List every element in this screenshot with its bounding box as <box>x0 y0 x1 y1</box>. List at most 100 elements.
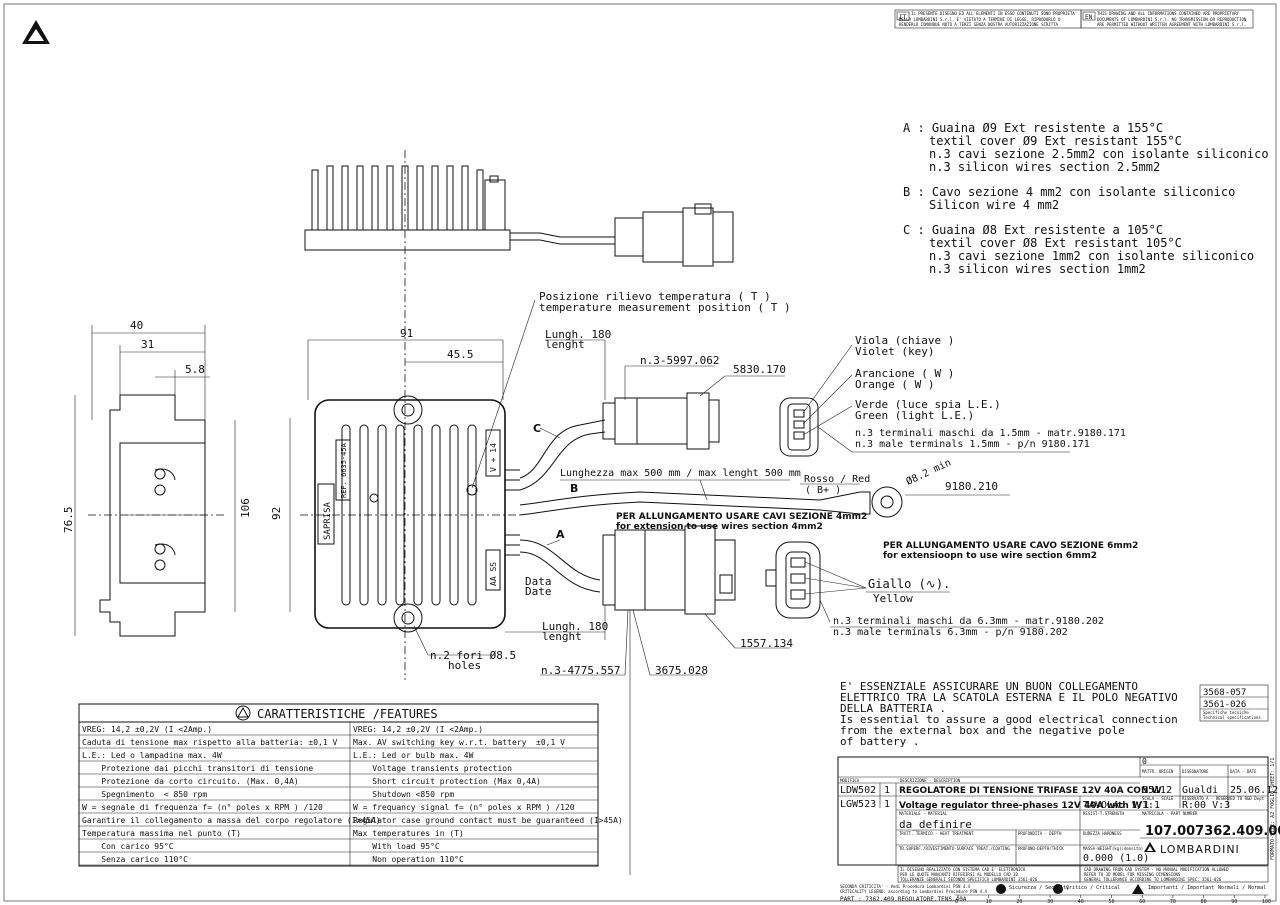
top-view-heatsink <box>304 150 734 680</box>
motor-1-qty: 1 <box>884 785 890 796</box>
legend-c4: n.3 silicon wires section 1mm2 <box>929 262 1146 276</box>
hdr-depth-thick: PROFOND-DEPTH/THICK <box>1018 846 1064 851</box>
ruler-label: 80 <box>1201 899 1207 905</box>
dim-5-8: 5.8 <box>185 363 205 376</box>
hdr-material: MATERIALE - MATERIAL <box>899 811 948 816</box>
extension-notes: PER ALLUNGAMENTO USARE CAVI SEZIONE 4mm2… <box>616 512 1138 561</box>
scale-value: 1:1 <box>1142 800 1160 811</box>
pn-5997: n.3-5997.062 <box>640 354 719 367</box>
motor-1: LDW502 <box>840 785 876 796</box>
hdr-descrizione: DESCRIZIONE - DESCRIPTION <box>900 778 961 783</box>
rosso-label: Rosso / Red <box>804 474 870 485</box>
legend-a1: A : Guaina Ø9 Ext resistente a 155°C <box>903 121 1163 135</box>
pn-4775: n.3-4775.557 <box>541 664 620 677</box>
allung4-en: for extension to use wires section 4mm2 <box>616 522 823 532</box>
hdr-riservato: RISERVATO A - RESERVED TO R&D Dept <box>1182 796 1264 801</box>
lunghezza-label: Lunghezza max 500 mm / max lenght 500 mm <box>560 468 801 479</box>
hdr-modifica: MODIFICA <box>840 778 860 783</box>
dim-91: 91 <box>400 327 413 340</box>
viola-en: Violet (key) <box>855 345 934 358</box>
feature-cell-en: Non operation 110°C <box>353 855 464 864</box>
material-value: da_definire <box>899 818 972 831</box>
feature-cell-en: Max. AV switching key w.r.t. battery ±0,… <box>353 738 565 747</box>
lenght-upper: lenght <box>545 338 585 351</box>
features-title: CARATTERISTICHE /FEATURES <box>257 707 438 721</box>
pos-it: Posizione rilievo temperatura ( T ) <box>539 290 771 303</box>
hdr-data: DATA - DATE <box>1230 769 1257 774</box>
brand-name: LOMBARDINI <box>1160 843 1240 856</box>
pn-1557: 1557.134 <box>740 637 793 650</box>
upper-connector-assembly: C Lungh. 180 lenght n.3-5997.062 5830.17… <box>519 328 786 491</box>
hdr-scala: SCALA - SCALE <box>1142 796 1174 801</box>
upper-connector-face: Viola (chiave ) Violet (key) Arancione (… <box>779 334 1126 457</box>
ref-3561: 3561-026 <box>1203 700 1246 710</box>
feature-cell-it: Garantire il collegamento a massa del co… <box>82 816 381 825</box>
ruler-label: 40 <box>1078 899 1084 905</box>
footer-en-1: CAD DRAWING FROM CAD SYSTEM - NO MANUAL … <box>1084 867 1229 872</box>
feature-cell-it: Protezione da corto circuito. (Max. 0,4A… <box>82 777 299 786</box>
hdr-surface-treat: TR.SUPERF./RIVESTIMENTO-SURFACE TREAT./C… <box>899 846 1010 851</box>
desc-en: Voltage regulator three-phases 12V 40A w… <box>899 801 1142 811</box>
legend-a2: textil cover Ø9 Ext resistant 155°C <box>929 134 1182 148</box>
ruler-label: 90 <box>1231 899 1237 905</box>
wire-legend: A : Guaina Ø9 Ext resistente a 155°C tex… <box>903 121 1269 276</box>
designer-name: Gualdi <box>1182 785 1218 796</box>
allung6-en: for extensioopn to use wire section 6mm2 <box>883 551 1097 561</box>
ruler-label: 50 <box>1109 899 1115 905</box>
fori-it: n.2 fori Ø8.5 <box>430 649 516 662</box>
it-flag: IT <box>899 14 907 21</box>
features-warning-icon <box>235 705 251 721</box>
ruler-label: 20 <box>1016 899 1022 905</box>
spec-reference-box: 3568-057 3561-026 Specifiche tecniche Te… <box>1199 684 1269 722</box>
legend-b2: Silicon wire 4 mm2 <box>929 198 1059 212</box>
feature-cell-en: With load 95°C <box>353 842 440 851</box>
wire-b-cable: B Lunghezza max 500 mm / max lenght 500 … <box>519 456 1010 518</box>
lungh-upper: Lungh. 180 <box>545 328 611 341</box>
hdr-resist: RESIST-T.STRENGTH <box>1083 811 1125 816</box>
motor-2-qty: 1 <box>884 799 890 810</box>
ruler-label: 100 <box>1262 899 1271 905</box>
sheet-border <box>3 3 1277 902</box>
feature-cell-en: Max temperatures in (T) <box>353 829 464 838</box>
hdr-durezza: DUREZZA HARDNESS <box>1083 831 1122 836</box>
feature-cell-en: L.E.: Led or bulb max. 4W <box>353 751 474 760</box>
feature-cell-en: VREG: 14,2 ±0,2V (I <2Amp.) <box>353 725 483 734</box>
saprisa-label: SAPRISA <box>323 501 333 540</box>
en-notice-line1: THIS DRAWING AND ALL INFORMATIONS CONTAI… <box>1097 11 1240 16</box>
tavola: TAVOLA: 1/1 <box>1083 800 1149 811</box>
note-line1: E' ESSENZIALE ASSICURARE UN BUON COLLEGA… <box>840 680 1138 693</box>
part-name: PART : 7362.409.REGOLATORE.TENS.40A <box>840 896 967 903</box>
ref-specs-en: Technical specifications <box>1203 715 1261 720</box>
pos-en: temperature measurement position ( T ) <box>539 301 791 314</box>
features-table: CARATTERISTICHE /FEATURES VREG: 14,2 ±0,… <box>78 703 623 867</box>
footer-it-3: TOLLERANZE GENERALI SECONDO SPECIFICA LO… <box>900 877 1038 882</box>
lower-connector-assembly: A Data Date Lungh. 180 lenght 1557.134 n… <box>505 525 793 875</box>
hdr-matricola: MATRICOLA - PART NUMBER <box>1142 811 1198 816</box>
feature-cell-it: L.E.: Led o lampadina max. 4W <box>82 751 222 760</box>
legend-b1: B : Cavo sezione 4 mm2 con isolante sili… <box>903 185 1235 199</box>
hdr-massa: MASSA-WEIGHT(kg)(densita) <box>1083 846 1143 851</box>
dim-40: 40 <box>130 319 143 332</box>
dim-106: 106 <box>239 498 252 518</box>
verde-en: Green (light L.E.) <box>855 409 974 422</box>
ground-connection-note: E' ESSENZIALE ASSICURARE UN BUON COLLEGA… <box>840 680 1178 748</box>
dim-76-5: 76.5 <box>62 507 75 534</box>
feature-cell-it: Temperatura massima nel punto (T) <box>82 829 241 838</box>
title-block: 0 MODIFICA DESCRIZIONE - DESCRIPTION MAT… <box>837 756 1280 905</box>
v14-label: V + 14 <box>489 443 498 472</box>
it-notice-line3: RENDERLO COMUNQUE NOTO A TERZI SENZA NOS… <box>899 22 1059 27</box>
dim-92: 92 <box>270 507 283 520</box>
sicurezza-label: Sicurezza / Security <box>1009 885 1069 891</box>
rev-zero: 0 <box>1142 757 1147 766</box>
it-notice-line2: DELLA LOMBARDINI S.r.l. E' VIETATO A TER… <box>899 17 1061 22</box>
giallo-it: Giallo (∿). <box>868 577 950 591</box>
criticality-en: CRITICALITY LEGEND: according to Lombard… <box>840 889 987 894</box>
feature-cell-it: Spegnimento < 850 rpm <box>82 790 207 799</box>
legend-a3: n.3 cavi sezione 2.5mm2 con isolante sil… <box>929 147 1269 161</box>
feature-cell-it: VREG: 14,2 ±0,2V (I <2Amp.) <box>82 725 212 734</box>
footer-it-1: IL DISEGNO REALIZZATO CON SISTEMA CAD E'… <box>900 867 1026 872</box>
it-notice-line1: IL PRESENTE DISEGNO ED ALL'ELEMENTI IN E… <box>911 11 1077 16</box>
bplus-label: ( B+ ) <box>805 485 841 496</box>
arancione-it: Arancione ( W ) <box>855 367 954 380</box>
feature-cell-en: Regulator case ground contact must be gu… <box>353 816 623 825</box>
